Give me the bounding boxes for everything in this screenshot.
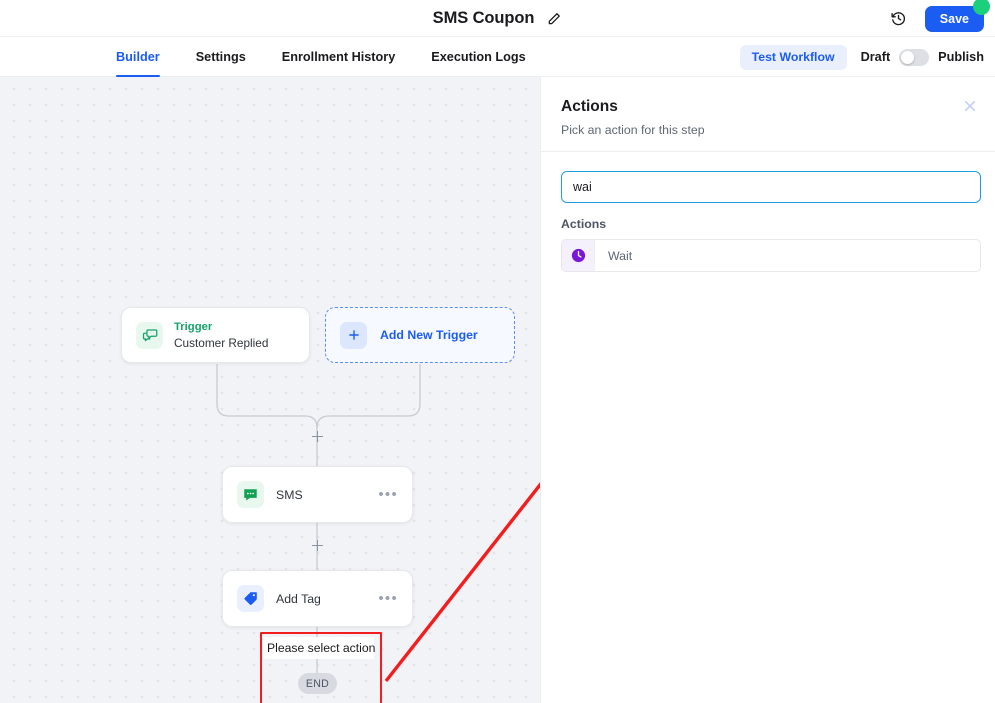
save-button-label: Save bbox=[939, 11, 969, 26]
publish-toggle[interactable] bbox=[899, 48, 930, 66]
tab-bar: Builder Settings Enrollment History Exec… bbox=[0, 37, 995, 77]
tab-list: Builder Settings Enrollment History Exec… bbox=[116, 37, 544, 77]
title-area: SMS Coupon bbox=[0, 0, 995, 37]
clock-history-icon[interactable] bbox=[889, 9, 909, 29]
sms-bubble-icon bbox=[237, 481, 264, 508]
add-new-trigger-button[interactable]: Add New Trigger bbox=[325, 307, 515, 363]
add-new-trigger-label: Add New Trigger bbox=[380, 328, 478, 342]
actions-panel-title: Actions bbox=[561, 98, 618, 115]
action-row-wait-label: Wait bbox=[608, 248, 633, 263]
save-button[interactable]: Save bbox=[924, 0, 990, 32]
top-bar-actions: Save bbox=[889, 0, 990, 37]
top-bar: SMS Coupon Save bbox=[0, 0, 995, 37]
add-step-plus-icon-1[interactable] bbox=[310, 429, 325, 444]
publish-toggle-group: Draft Publish bbox=[860, 48, 984, 66]
actions-panel: Actions Pick an action for this step Act… bbox=[540, 77, 995, 703]
node-add-tag[interactable]: Add Tag ••• bbox=[222, 570, 413, 627]
node-trigger[interactable]: Trigger Customer Replied bbox=[121, 307, 310, 363]
test-workflow-button[interactable]: Test Workflow bbox=[739, 44, 847, 70]
close-icon[interactable] bbox=[961, 97, 979, 115]
toggle-knob bbox=[901, 50, 915, 64]
ellipsis-icon[interactable]: ••• bbox=[378, 589, 398, 607]
tab-enrollment-history[interactable]: Enrollment History bbox=[264, 37, 414, 77]
node-sms-label: SMS bbox=[276, 487, 303, 502]
tab-settings[interactable]: Settings bbox=[178, 37, 264, 77]
publish-label: Publish bbox=[938, 50, 984, 64]
clock-icon bbox=[562, 240, 595, 271]
action-row-wait[interactable]: Wait bbox=[561, 239, 981, 272]
ellipsis-icon[interactable]: ••• bbox=[378, 485, 398, 503]
actions-section-label: Actions bbox=[561, 217, 607, 231]
pencil-icon[interactable] bbox=[546, 11, 562, 27]
tab-execution-logs[interactable]: Execution Logs bbox=[413, 37, 543, 77]
page-title: SMS Coupon bbox=[432, 9, 535, 27]
notification-dot bbox=[973, 0, 990, 15]
tab-settings-label: Settings bbox=[195, 50, 246, 64]
select-action-tooltip: Please select action bbox=[263, 637, 375, 659]
tab-builder-label: Builder bbox=[116, 50, 160, 64]
workflow-canvas[interactable]: Trigger Customer Replied Add New Trigger bbox=[0, 77, 540, 703]
tab-bar-actions: Test Workflow Draft Publish bbox=[739, 37, 984, 77]
end-node: END bbox=[298, 673, 337, 694]
node-add-tag-label: Add Tag bbox=[276, 591, 321, 606]
plus-icon bbox=[340, 321, 367, 349]
actions-panel-header: Actions Pick an action for this step bbox=[541, 77, 995, 152]
trigger-text: Trigger Customer Replied bbox=[174, 321, 268, 350]
tab-execution-logs-label: Execution Logs bbox=[431, 50, 526, 64]
actions-panel-subtitle: Pick an action for this step bbox=[561, 123, 705, 137]
trigger-kind-label: Trigger bbox=[174, 320, 213, 333]
test-workflow-label: Test Workflow bbox=[751, 50, 835, 64]
trigger-name-label: Customer Replied bbox=[174, 335, 269, 350]
search-input[interactable] bbox=[561, 171, 981, 203]
draft-label: Draft bbox=[860, 50, 891, 64]
chat-reply-icon bbox=[136, 321, 163, 349]
tag-icon bbox=[237, 585, 264, 612]
tab-builder[interactable]: Builder bbox=[116, 37, 178, 77]
node-sms[interactable]: SMS ••• bbox=[222, 466, 413, 523]
actions-panel-body: Actions Wait bbox=[541, 152, 995, 272]
add-step-plus-icon-2[interactable] bbox=[310, 538, 325, 553]
tab-enrollment-history-label: Enrollment History bbox=[281, 50, 396, 64]
